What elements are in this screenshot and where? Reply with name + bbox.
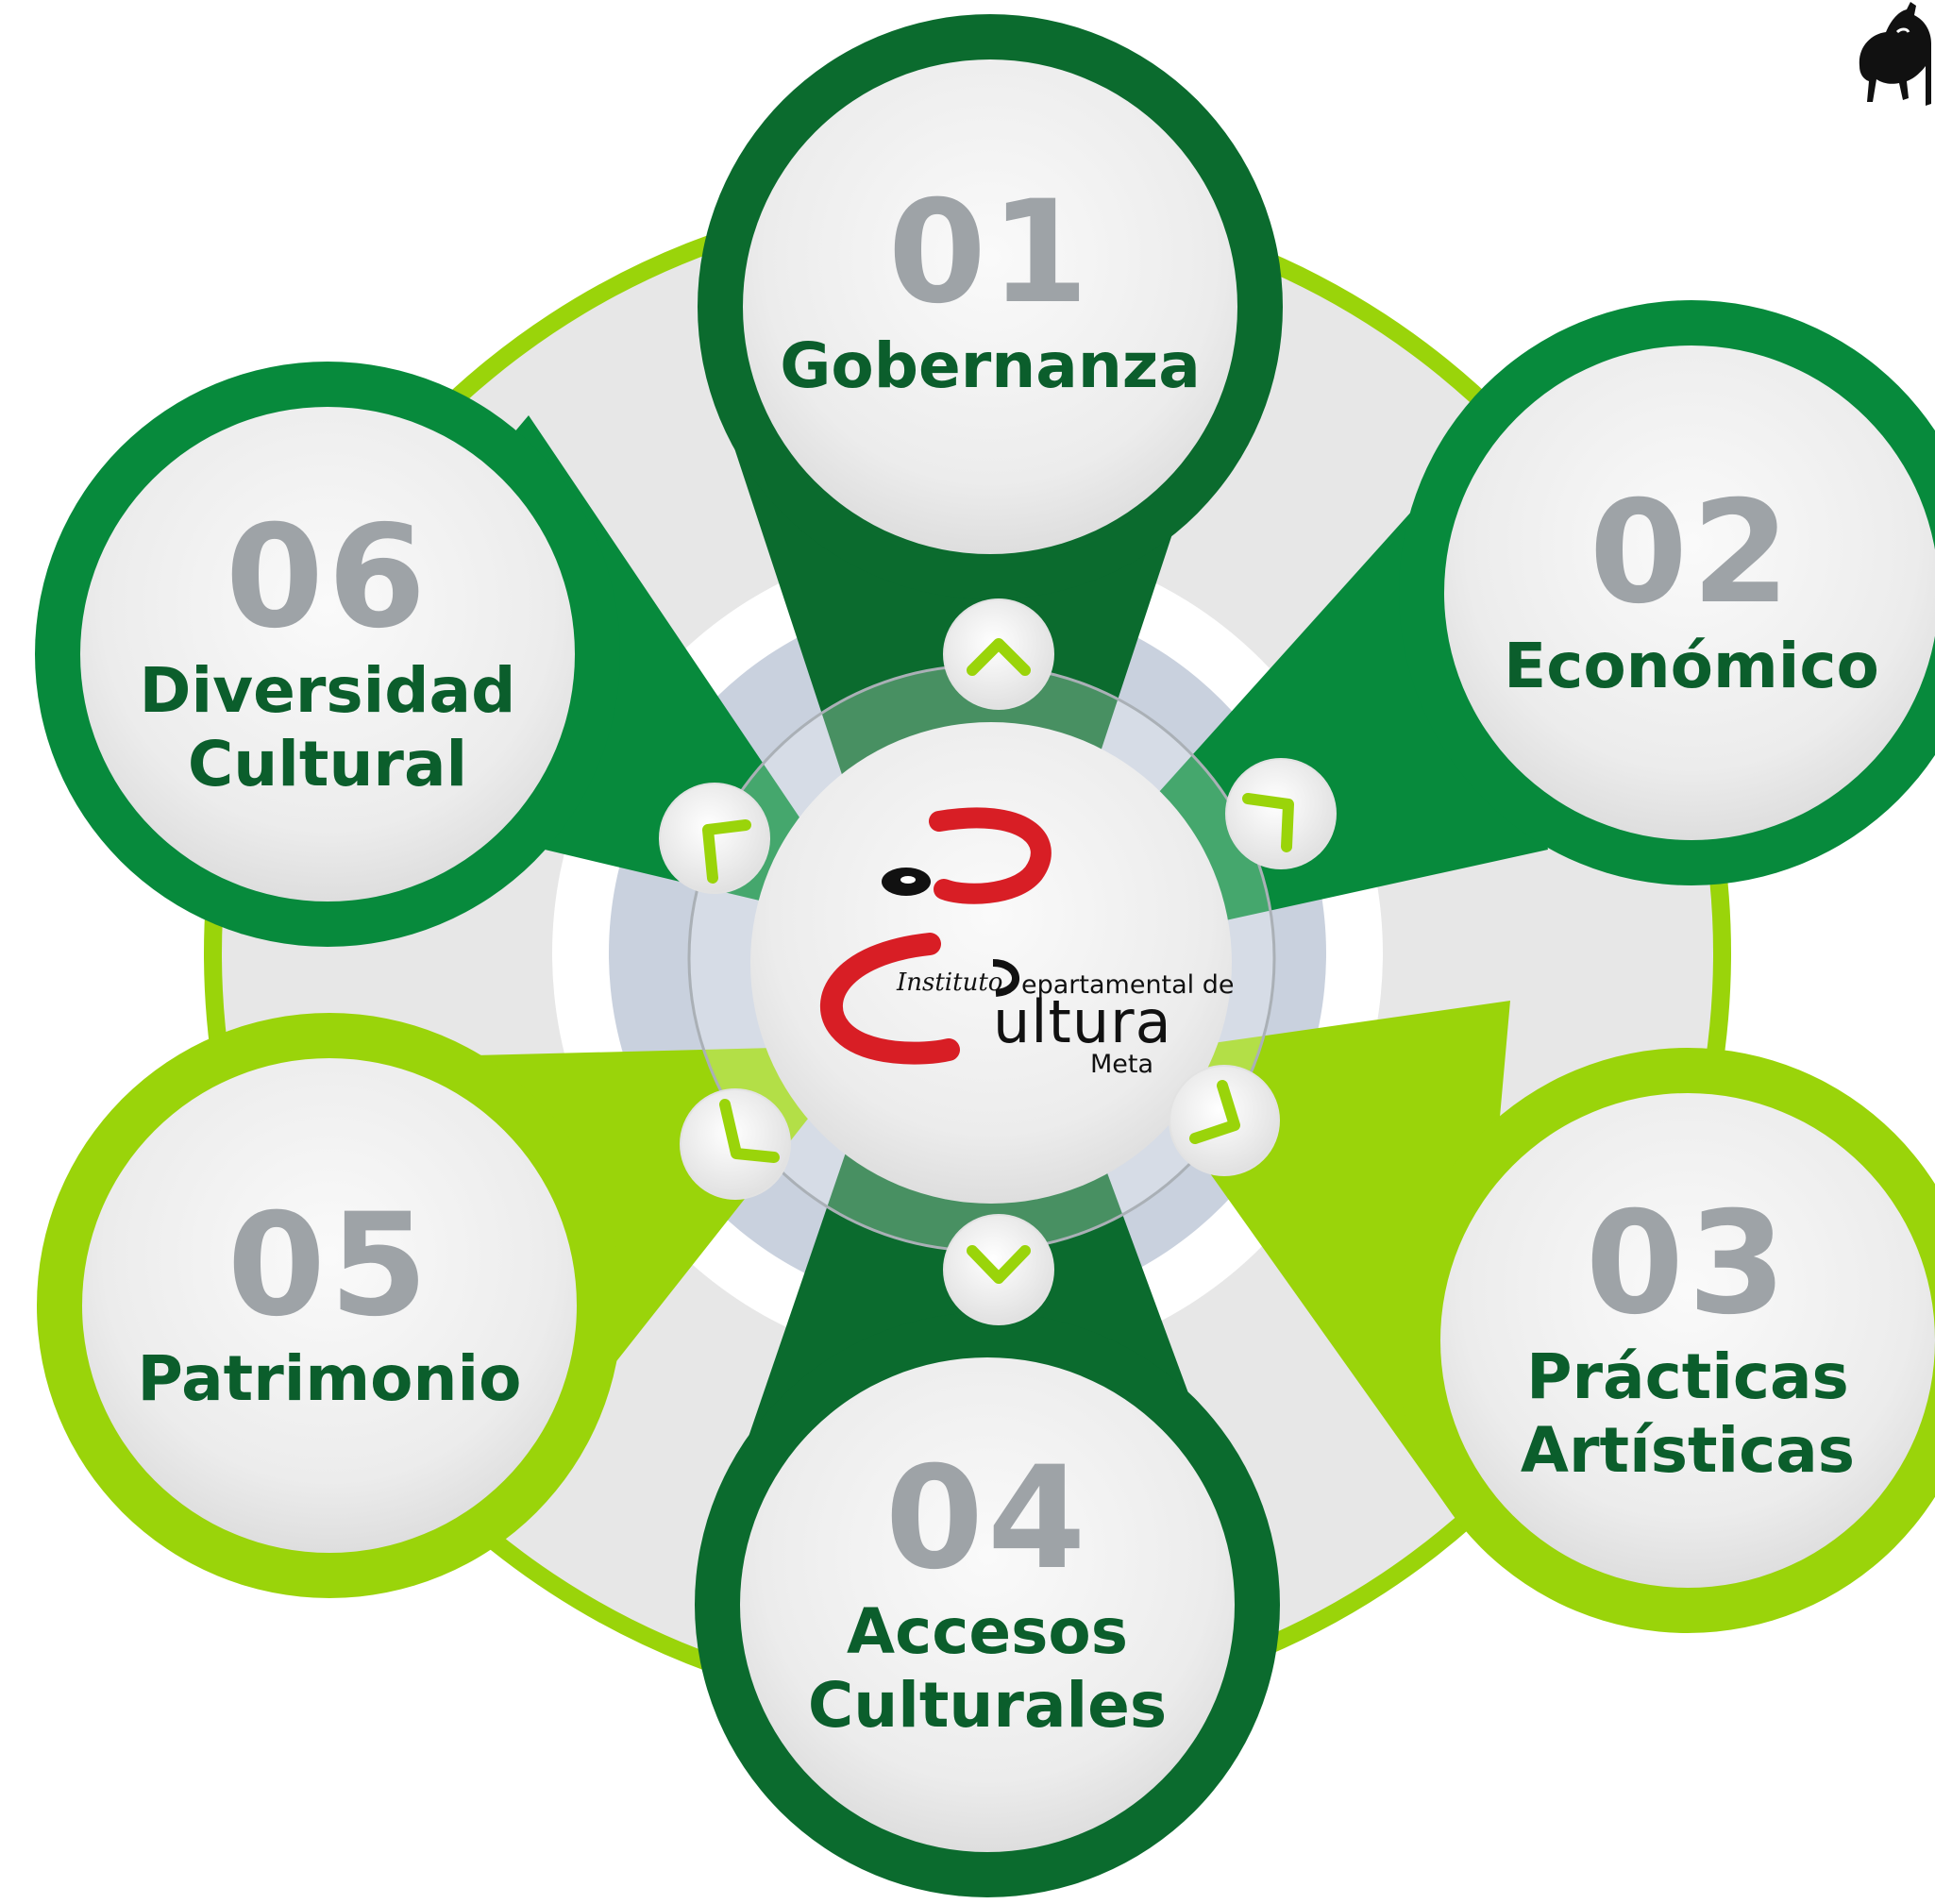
node-02-label-line: Económico (1504, 630, 1879, 703)
node-04-number: 04 (884, 1437, 1090, 1602)
node-06[interactable]: 06 Diversidad Cultural (82, 409, 573, 900)
node-02[interactable]: 02 Económico (1446, 347, 1935, 838)
chevron-up-right-icon (1242, 793, 1294, 852)
node-05[interactable]: 05 Patrimonio (84, 1060, 575, 1551)
node-02-face (1444, 345, 1935, 840)
center-disc (750, 722, 1232, 1204)
node-05-label: Patrimonio (138, 1342, 522, 1416)
node-03-label: Prácticas Artísticas (1521, 1340, 1855, 1488)
node-03-label-line-2: Artísticas (1520, 1414, 1856, 1487)
logo-mark-icon (820, 807, 1052, 1065)
node-01[interactable]: 01 Gobernanza (745, 61, 1236, 552)
node-05-face (82, 1058, 577, 1553)
node-01-label-line: Gobernanza (780, 329, 1201, 403)
center-logo: Instituto epartamental de ultura Meta (783, 802, 1235, 1086)
node-01-label: Gobernanza (780, 329, 1201, 403)
node-03-number: 03 (1585, 1182, 1791, 1347)
node-02-label: Económico (1504, 630, 1879, 703)
chevron-down-button[interactable] (943, 1214, 1054, 1325)
node-06-label-line-2: Cultural (187, 728, 468, 800)
chevron-down-left-button[interactable] (680, 1088, 791, 1200)
logo-departamental-text: epartamental de (1021, 970, 1235, 1000)
node-03-face (1440, 1093, 1935, 1588)
logo-instituto-text: Instituto (897, 969, 1003, 997)
node-06-number: 06 (225, 496, 430, 661)
chevron-up-left-icon (702, 819, 751, 884)
node-05-number: 05 (227, 1184, 432, 1349)
node-04-label-line-2: Culturales (807, 1669, 1168, 1742)
chevron-up-button[interactable] (943, 598, 1054, 710)
node-04[interactable]: 04 Accesos Culturales (742, 1359, 1233, 1850)
chevron-up-left-button[interactable] (659, 783, 770, 894)
chevron-down-icon (967, 1245, 1031, 1284)
node-06-label-line-1: Diversidad (139, 654, 516, 728)
chevron-down-left-icon (719, 1099, 780, 1163)
node-04-face (740, 1357, 1235, 1852)
node-01-number: 01 (887, 171, 1093, 336)
chevron-up-right-button[interactable] (1225, 758, 1337, 869)
logo-cultura-text: ultura (993, 987, 1172, 1056)
logo-meta-text: Meta (1090, 1050, 1154, 1079)
horse-emblem-icon (1859, 2, 1931, 106)
node-06-label: Diversidad Cultural (140, 654, 516, 801)
chevron-down-right-icon (1189, 1080, 1240, 1144)
node-03-label-line-1: Prácticas (1526, 1340, 1849, 1414)
node-06-face (80, 407, 575, 901)
node-01-face (743, 59, 1237, 554)
node-04-label-line-1: Accesos (847, 1595, 1128, 1669)
node-02-number: 02 (1589, 471, 1794, 636)
chevron-up-icon (967, 638, 1031, 676)
node-03[interactable]: 03 Prácticas Artísticas (1442, 1095, 1933, 1586)
node-04-label: Accesos Culturales (808, 1595, 1167, 1743)
node-05-label-line: Patrimonio (137, 1342, 522, 1416)
chevron-down-right-button[interactable] (1169, 1065, 1280, 1176)
